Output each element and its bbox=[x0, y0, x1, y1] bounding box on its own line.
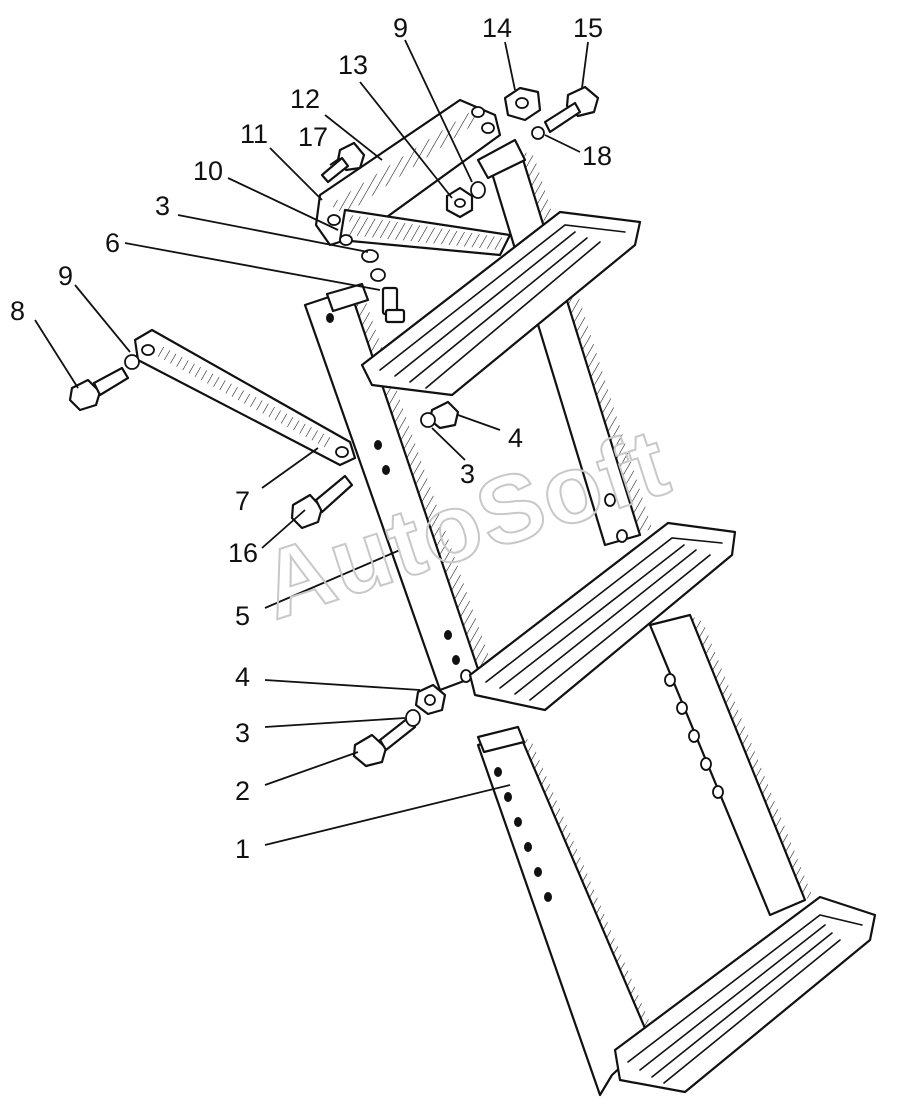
callout-10: 10 bbox=[193, 156, 223, 186]
callout-3-middle: 3 bbox=[460, 459, 475, 489]
leader-lines bbox=[34, 39, 589, 846]
bolt-16 bbox=[290, 474, 354, 530]
main-ladder-frame bbox=[303, 138, 737, 712]
main-rail-holes bbox=[326, 313, 628, 683]
bolt-15 bbox=[531, 85, 600, 140]
callout-16: 16 bbox=[228, 538, 258, 568]
callout-17: 17 bbox=[298, 122, 328, 152]
callout-12: 12 bbox=[290, 84, 320, 114]
callout-15: 15 bbox=[573, 13, 603, 43]
bolt-6 bbox=[361, 249, 406, 324]
bolt-17 bbox=[320, 141, 366, 184]
callout-4-lower: 4 bbox=[235, 662, 250, 692]
nut-4-middle bbox=[420, 400, 460, 430]
callout-11: 11 bbox=[240, 119, 268, 149]
callout-14: 14 bbox=[482, 13, 512, 43]
callout-7: 7 bbox=[235, 486, 250, 516]
lower-rail-holes bbox=[494, 673, 724, 902]
callout-8: 8 bbox=[10, 296, 25, 326]
nut-13 bbox=[445, 181, 486, 219]
callout-9-top: 9 bbox=[393, 13, 408, 43]
callout-18: 18 bbox=[582, 141, 612, 171]
callout-labels: 1 2 3 4 5 16 7 3 4 8 9 6 3 10 11 17 12 1… bbox=[10, 13, 612, 864]
callout-1: 1 bbox=[235, 834, 250, 864]
bolt-2 bbox=[352, 683, 447, 768]
mounting-bracket bbox=[314, 98, 512, 257]
callout-2: 2 bbox=[235, 776, 250, 806]
lower-extension-ladder bbox=[476, 613, 877, 1097]
callout-13: 13 bbox=[338, 50, 368, 80]
callout-5: 5 bbox=[235, 601, 250, 631]
bolt-8 bbox=[68, 354, 140, 412]
callout-3-lower: 3 bbox=[235, 718, 250, 748]
callout-9-left: 9 bbox=[58, 261, 73, 291]
nut-14 bbox=[503, 86, 542, 122]
fasteners bbox=[68, 85, 600, 768]
callout-3-top: 3 bbox=[155, 191, 170, 221]
callout-6: 6 bbox=[105, 228, 120, 258]
callout-4-middle: 4 bbox=[508, 423, 523, 453]
